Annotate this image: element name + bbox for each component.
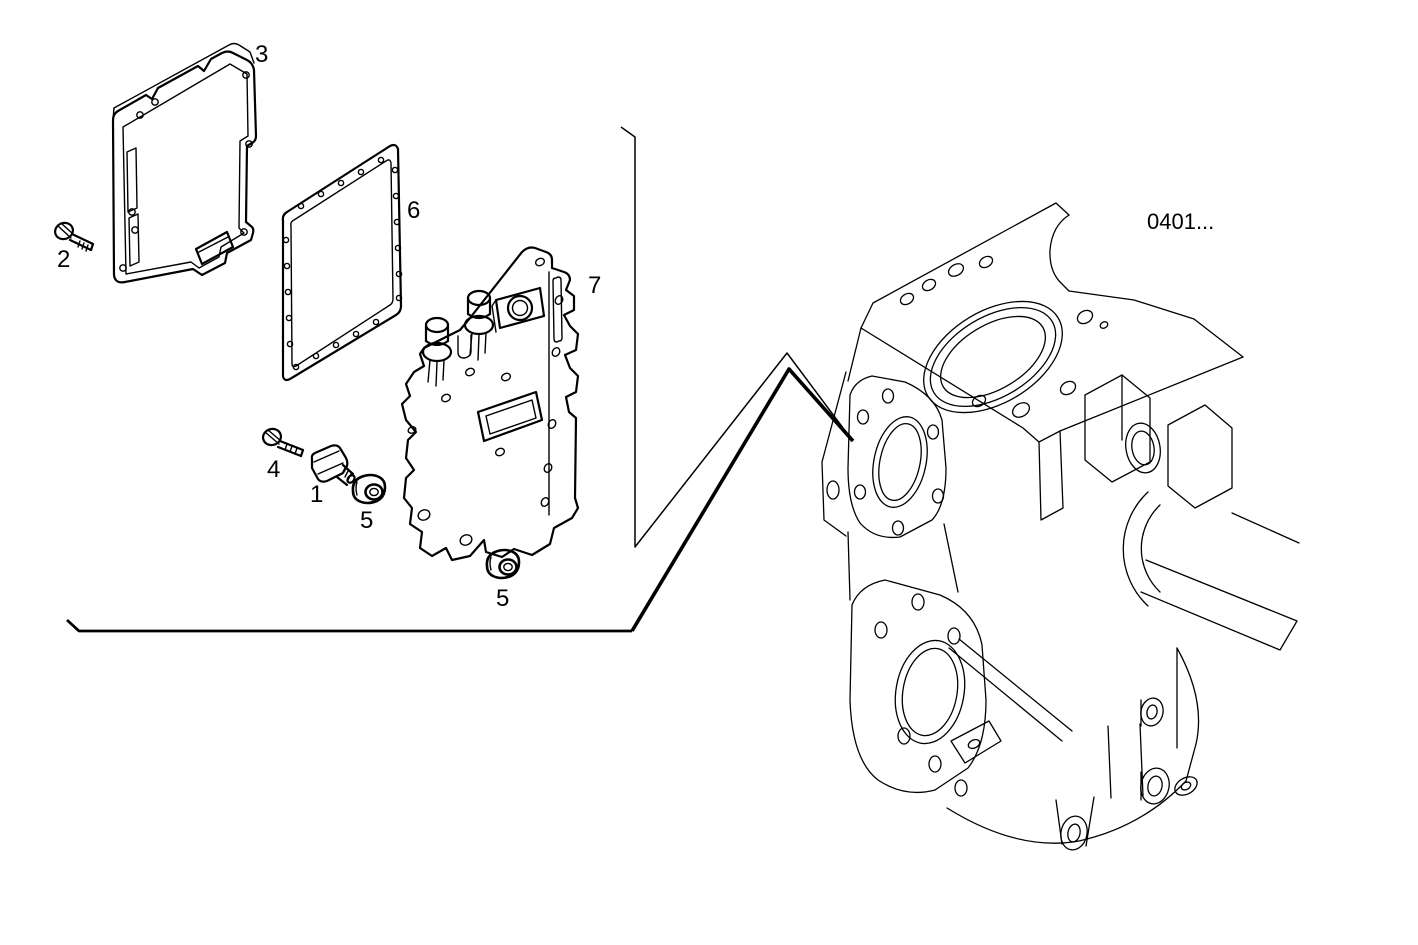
part-5-grommet-b [485, 548, 521, 580]
callout-pointer [66, 126, 855, 633]
engine-block-drawing [821, 202, 1300, 851]
part-4-bolt [261, 427, 305, 458]
callout-label-5a: 5 [360, 507, 373, 534]
callout-label-5b: 5 [496, 585, 509, 612]
callout-label-2: 2 [57, 246, 70, 273]
reference-label: 0401... [1147, 209, 1214, 234]
part-7-bracket [400, 246, 580, 562]
callout-label-1: 1 [310, 481, 323, 508]
detail-boundary-bottom [66, 618, 632, 633]
callout-label-4: 4 [267, 456, 280, 483]
part-1-fitting [310, 444, 356, 487]
part-6-gasket [281, 143, 403, 382]
callout-label-6: 6 [407, 197, 420, 224]
pan-bosses [1055, 697, 1198, 851]
detail-boundary-top [620, 126, 844, 548]
callout-label-7: 7 [588, 272, 601, 299]
part-3-ecu [111, 42, 258, 284]
front-face-upper [847, 375, 947, 539]
part-5-grommet-a [351, 473, 387, 505]
stud-bushing-2 [463, 289, 495, 361]
part-2-bolt [54, 221, 95, 252]
callout-label-3: 3 [255, 41, 268, 68]
front-face-lower [849, 579, 987, 797]
pointer-wedge [630, 367, 855, 632]
stud-bushing-1 [421, 316, 453, 387]
cylinder-bore [923, 300, 1063, 414]
